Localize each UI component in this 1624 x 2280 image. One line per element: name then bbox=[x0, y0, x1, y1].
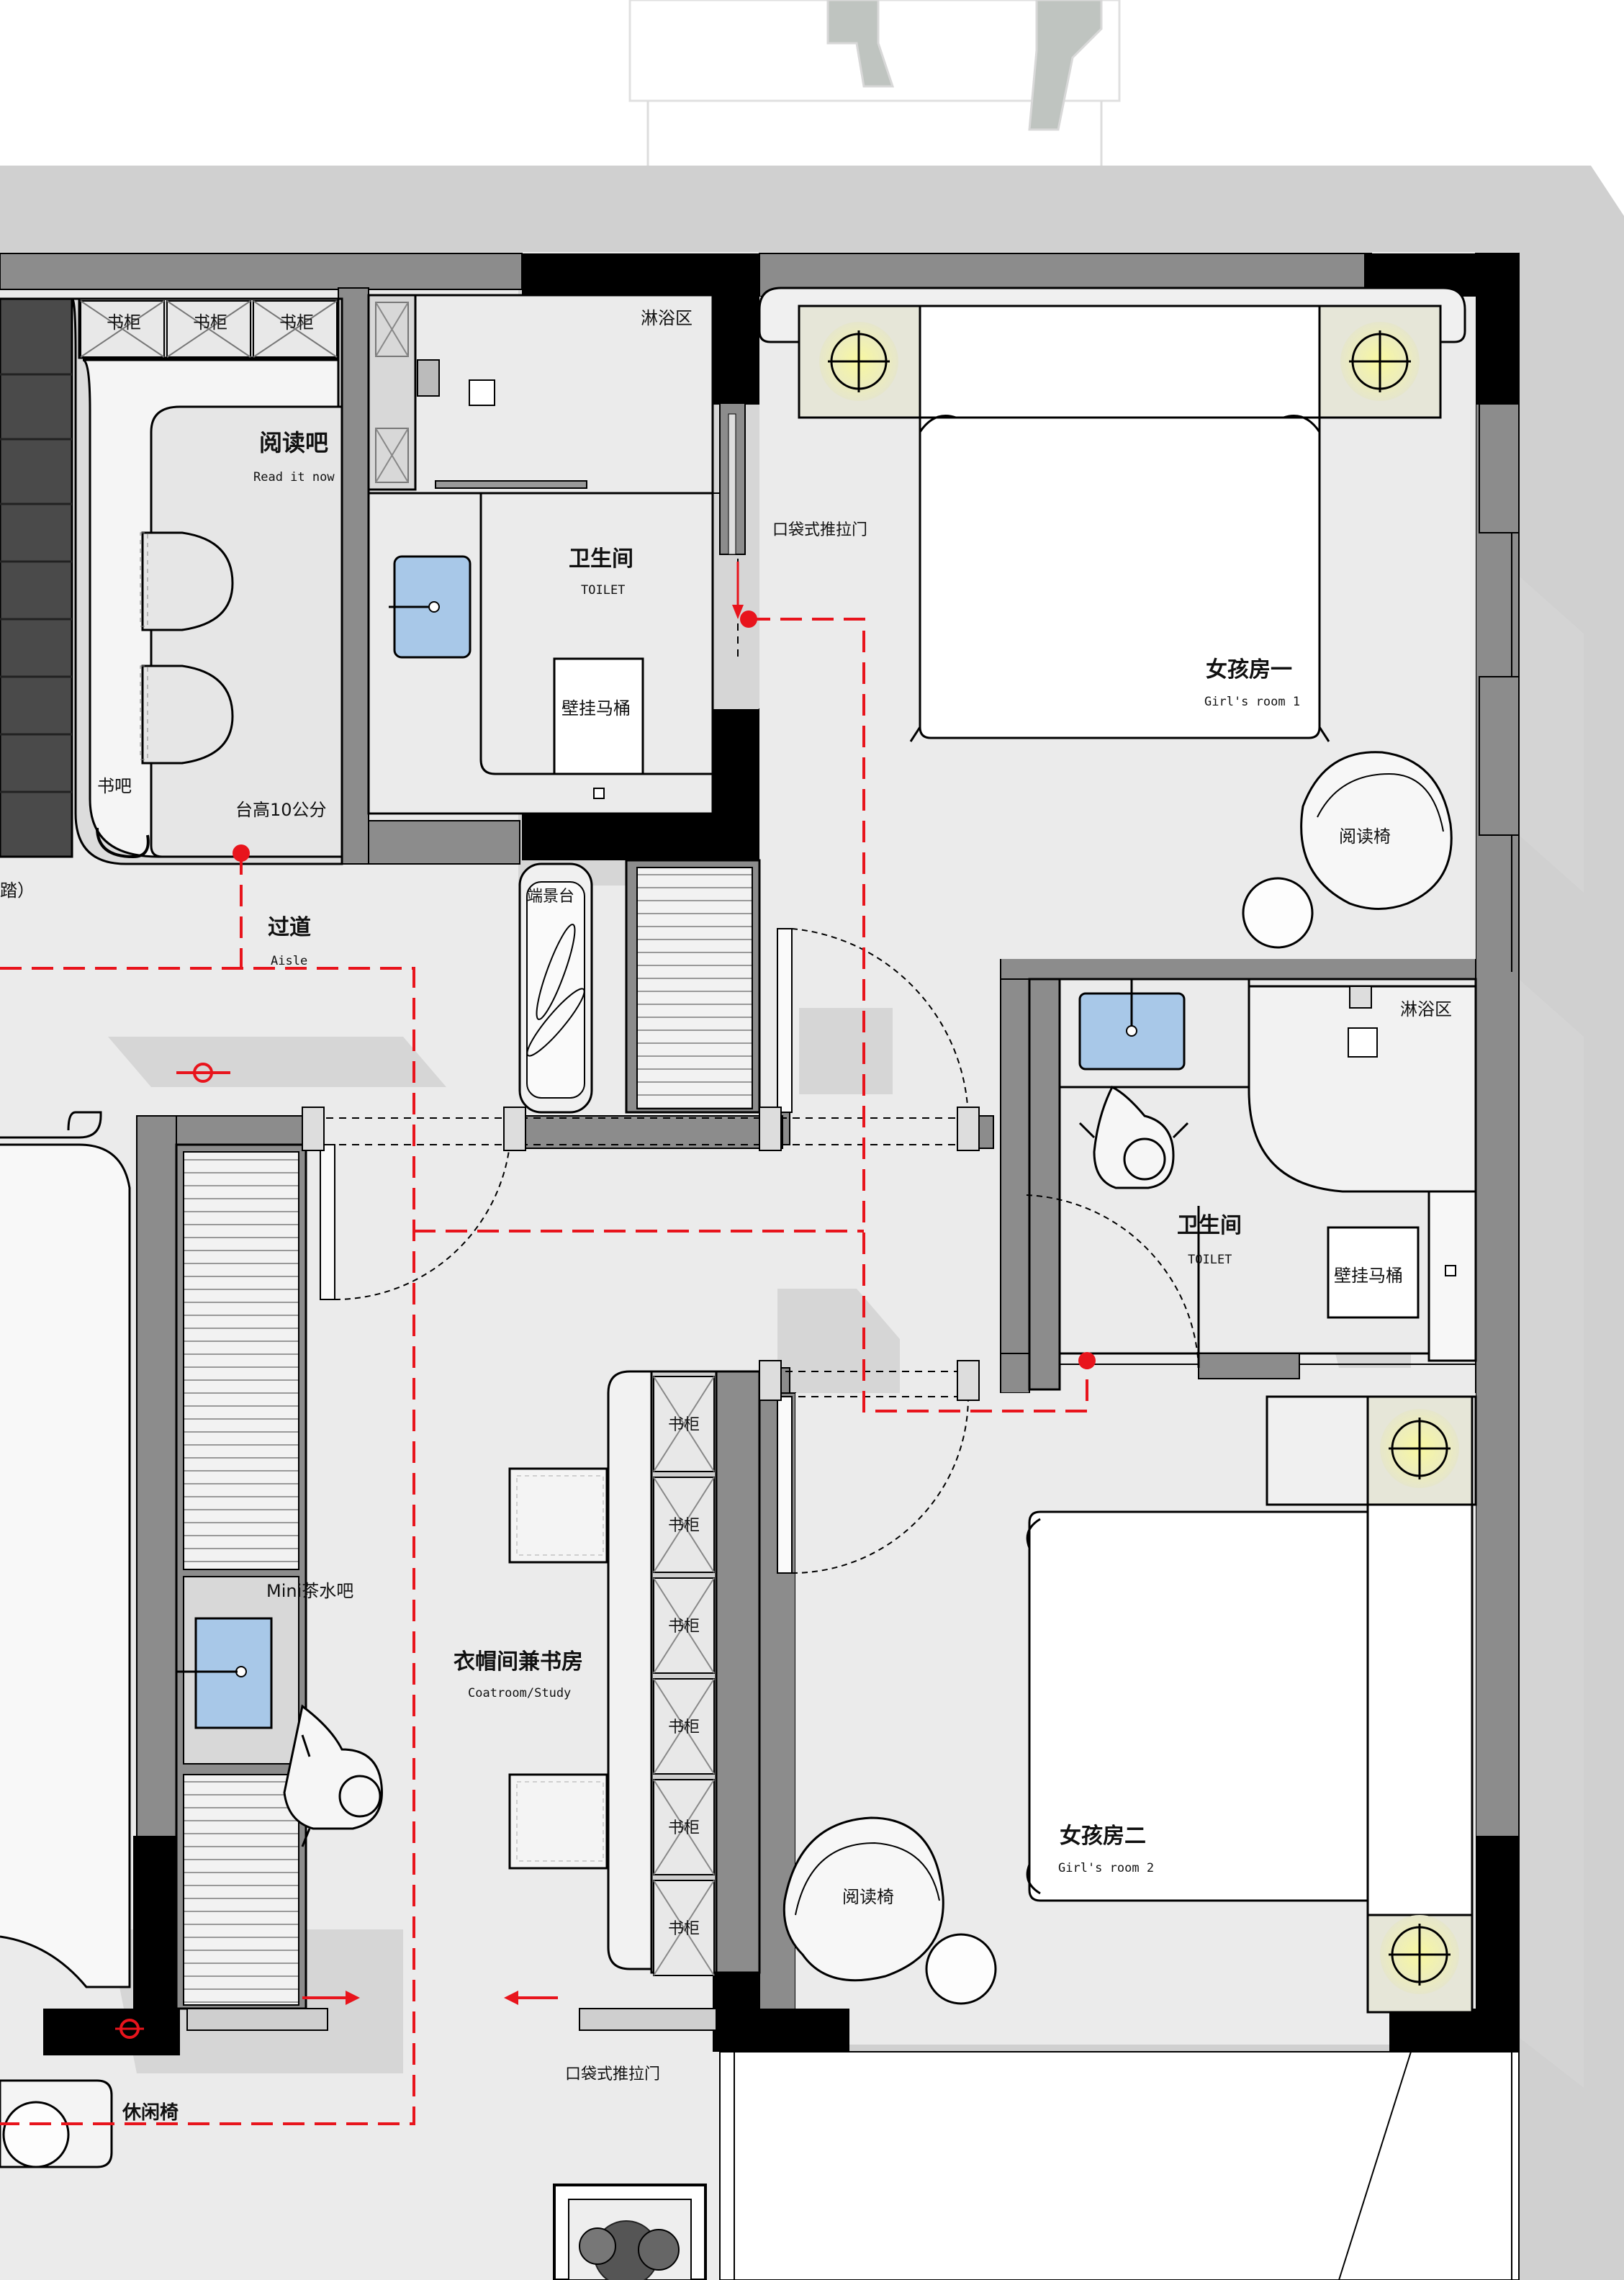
wall-toilet-2-label: 壁挂马桶 bbox=[1334, 1266, 1403, 1286]
bookcase-side-label: 书柜 bbox=[668, 1718, 700, 1736]
bookcase-side-label: 书柜 bbox=[668, 1416, 700, 1434]
bookcase-cross bbox=[653, 1678, 715, 1775]
lounge-chair-label: 休闲椅 bbox=[122, 2102, 179, 2124]
circulation-route bbox=[0, 618, 1088, 2125]
aisle-en-label: Aisle bbox=[271, 954, 307, 968]
aisle-label: 过道 bbox=[268, 915, 311, 940]
bookcase-top-label: 书柜 bbox=[107, 312, 141, 333]
book-bar-label: 书吧 bbox=[97, 776, 132, 796]
pocket-door-2-label: 口袋式推拉门 bbox=[565, 2065, 660, 2083]
bookcase-cross bbox=[653, 1880, 715, 1976]
girl-room-1 bbox=[758, 287, 1476, 959]
shower-1-label: 淋浴区 bbox=[641, 308, 693, 328]
girl-room-2-label: 女孩房二 bbox=[1060, 1824, 1146, 1849]
tea-bar-label: Mini茶水吧 bbox=[266, 1581, 353, 1601]
display-table-area bbox=[518, 859, 761, 1114]
bookcase-cross bbox=[653, 1376, 715, 1472]
girl-room-2-en-label: Girl's room 2 bbox=[1058, 1861, 1154, 1875]
girl-room-2 bbox=[759, 1393, 1519, 2053]
pocket-door-1-label: 口袋式推拉门 bbox=[772, 521, 867, 539]
toilet-room-2 bbox=[1025, 978, 1477, 1391]
study-en-label: Coatroom/Study bbox=[468, 1686, 571, 1700]
toilet-2-label: 卫生间 bbox=[1177, 1213, 1242, 1238]
person-figures bbox=[283, 1085, 1189, 1847]
wall-toilet-1-label: 壁挂马桶 bbox=[561, 698, 631, 718]
bookcase-side-label: 书柜 bbox=[668, 1618, 700, 1636]
reading-chair-2-label: 阅读椅 bbox=[842, 1887, 894, 1907]
shower-2-label: 淋浴区 bbox=[1400, 999, 1452, 1019]
girl-room-1-en-label: Girl's room 1 bbox=[1204, 695, 1300, 709]
toilet-2-en-label: TOILET bbox=[1188, 1253, 1232, 1267]
bookcase-cross bbox=[653, 1577, 715, 1674]
top-silhouette bbox=[628, 0, 1121, 166]
bookcase-side-label: 书柜 bbox=[668, 1819, 700, 1837]
reading-bar-en-label: Read it now bbox=[253, 470, 335, 485]
bookcase-cross bbox=[653, 1477, 715, 1573]
door-swings bbox=[302, 928, 980, 1574]
study-label: 衣帽间兼书房 bbox=[454, 1649, 583, 1675]
left-lounge bbox=[0, 1111, 717, 2168]
bookcase-side-label: 书柜 bbox=[668, 1920, 700, 1938]
toilet-room-1 bbox=[367, 294, 739, 815]
display-table-label: 端景台 bbox=[527, 888, 574, 906]
right-window bbox=[1511, 288, 1520, 2052]
reading-bar-label: 阅读吧 bbox=[259, 429, 328, 456]
pocket-door-1 bbox=[719, 402, 746, 619]
left-wardrobe bbox=[175, 1143, 307, 2010]
reading-chair-1-label: 阅读椅 bbox=[1339, 826, 1391, 847]
bookcase-top-label: 书柜 bbox=[193, 312, 227, 333]
toilet-1-label: 卫生间 bbox=[569, 546, 633, 572]
balcony bbox=[553, 2051, 1520, 2280]
counter-height-label: 台高10公分 bbox=[235, 800, 327, 820]
bookcase-cross bbox=[653, 1779, 715, 1875]
bookcase-top-label: 书柜 bbox=[279, 312, 314, 333]
reading-bar-counter bbox=[71, 297, 343, 865]
labels: 书柜 书柜 书柜 阅读吧 Read it now 书吧 台高10公分 踏） 淋浴… bbox=[0, 308, 1452, 2124]
route-markers bbox=[115, 610, 1096, 2039]
stair-note-label: 踏） bbox=[0, 880, 35, 901]
bookcase-side-label: 书柜 bbox=[668, 1517, 700, 1535]
staircase bbox=[0, 297, 73, 858]
toilet-1-en-label: TOILET bbox=[581, 583, 625, 598]
girl-room-1-label: 女孩房一 bbox=[1206, 657, 1292, 682]
walls-black bbox=[43, 253, 1519, 2055]
